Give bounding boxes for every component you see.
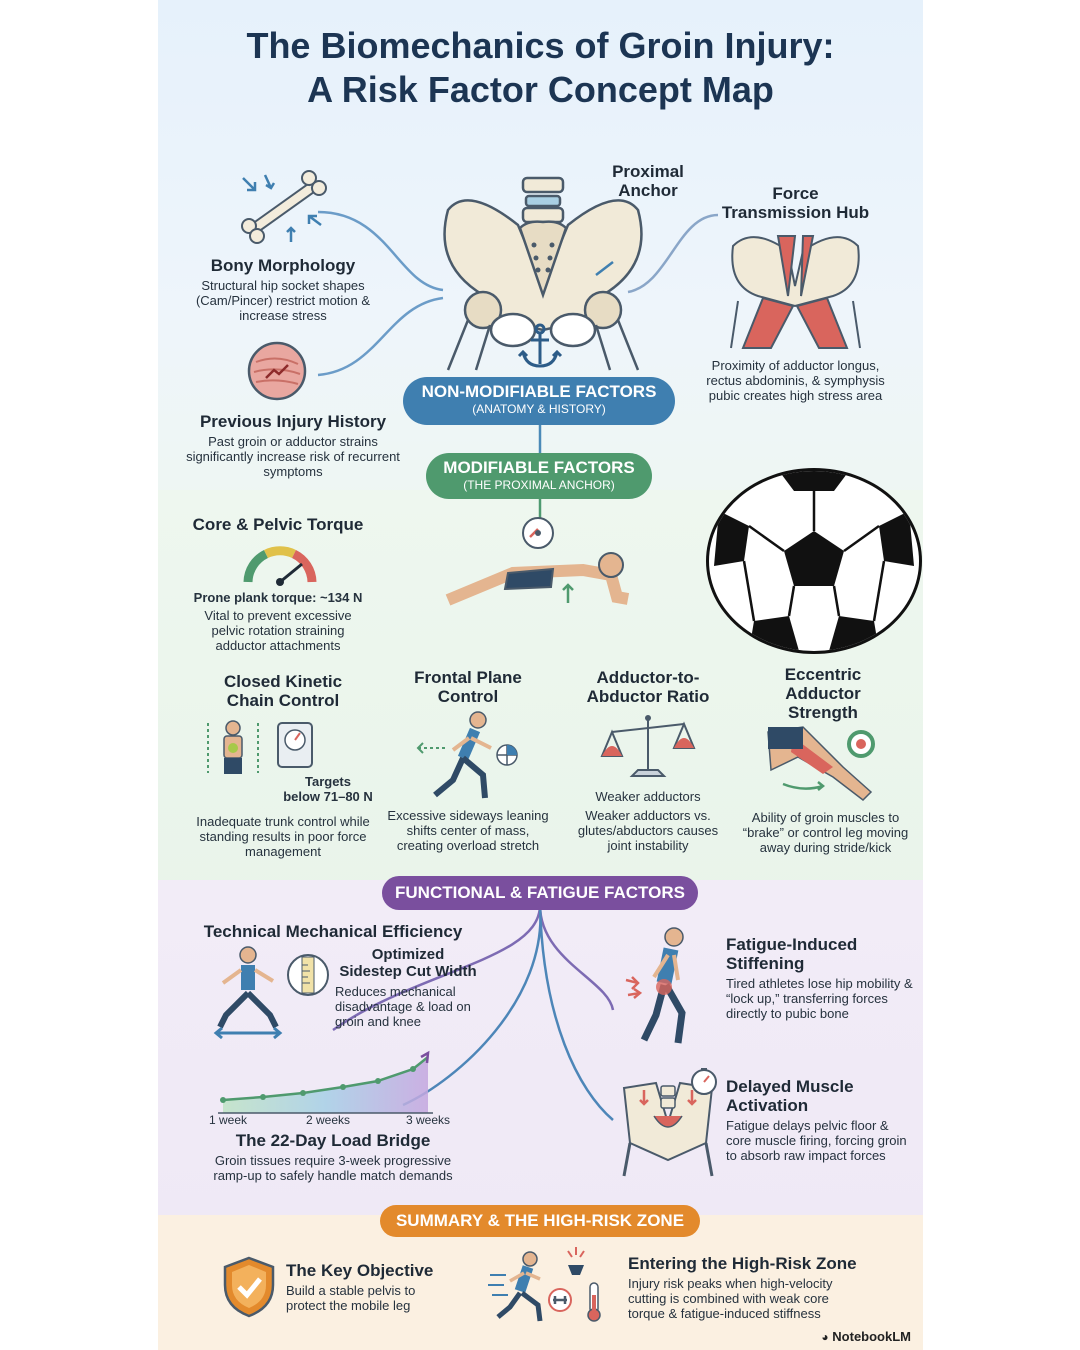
balance-scale-icon [600, 715, 696, 777]
shield-check-icon [223, 1256, 275, 1318]
pelvis-stopwatch-icon [622, 1068, 717, 1177]
core-torque-text: Vital to prevent excessive pelvic rotati… [204, 608, 352, 653]
non-modifiable-label: NON-MODIFIABLE FACTORS [421, 382, 657, 401]
load-bridge-chart [218, 1050, 433, 1114]
modifiable-sublabel: (THE PROXIMAL ANCHOR) [463, 478, 615, 492]
previous-injury-title: Previous Injury History [199, 412, 387, 431]
ratio-title: Adductor-to- Abductor Ratio [586, 668, 710, 706]
chart-tick-3: 3 weeks [405, 1113, 451, 1127]
key-objective-title: The Key Objective [286, 1261, 434, 1280]
non-modifiable-sublabel: (ANATOMY & HISTORY) [472, 402, 606, 416]
gauge-icon [243, 546, 317, 586]
title-line-1: The Biomechanics of Groin Injury: [246, 25, 835, 66]
high-risk-icons [488, 1247, 601, 1322]
fatigue-stiffening-text: Tired athletes lose hip mobility & “lock… [726, 976, 913, 1021]
functional-pill: FUNCTIONAL & FATIGUE FACTORS [382, 876, 698, 910]
technical-efficiency-sub: Optimized Sidestep Cut Width [339, 946, 477, 980]
page-title: The Biomechanics of Groin Injury: A Risk… [158, 24, 923, 112]
pelvis-icon [443, 176, 643, 371]
title-line-2: A Risk Factor Concept Map [307, 69, 774, 110]
bone-icon [241, 170, 327, 244]
muscle-anatomy-icon [730, 235, 861, 349]
non-modifiable-pill: NON-MODIFIABLE FACTORS (ANATOMY & HISTOR… [403, 377, 675, 425]
eccentric-text: Ability of groin muscles to “brake” or c… [742, 810, 909, 855]
bony-morphology-title: Bony Morphology [210, 256, 356, 275]
ratio-text: Weaker adductors vs. glutes/abductors ca… [577, 808, 719, 853]
frontal-plane-text: Excessive sideways leaning shifts center… [387, 808, 549, 853]
load-bridge-text: Groin tissues require 3-week progressive… [213, 1153, 453, 1183]
chart-tick-2: 2 weeks [305, 1113, 351, 1127]
bony-morphology-text: Structural hip socket shapes (Cam/Pincer… [195, 278, 371, 323]
load-bridge-title: The 22-Day Load Bridge [235, 1131, 431, 1150]
force-hub-title: Force Transmission Hub [721, 184, 870, 222]
running-figure-icon [416, 711, 518, 799]
delayed-activation-title: Delayed Muscle Activation [726, 1077, 854, 1115]
ckc-target: Targets below 71–80 N [283, 774, 373, 804]
summary-pill: SUMMARY & THE HIGH-RISK ZONE [380, 1205, 700, 1237]
key-objective-text: Build a stable pelvis to protect the mob… [286, 1283, 416, 1313]
frontal-plane-title: Frontal Plane Control [414, 668, 522, 706]
fatigue-stiffening-title: Fatigue-Induced Stiffening [726, 935, 858, 973]
leg-muscle-icon [767, 726, 875, 801]
high-risk-text: Injury risk peaks when high-velocity cut… [628, 1276, 833, 1321]
high-risk-title: Entering the High-Risk Zone [628, 1254, 857, 1273]
core-torque-value: Prone plank torque: ~134 N [193, 590, 363, 605]
technical-efficiency-text: Reduces mechanical disadvantage & load o… [335, 984, 471, 1029]
connector-lines [317, 210, 719, 1121]
standing-figure-icon [207, 720, 313, 774]
proximal-anchor-label: Proximal Anchor [612, 162, 684, 200]
anchor-icon [517, 323, 563, 368]
plank-icon [445, 517, 630, 606]
chart-tick-1: 1 week [208, 1113, 248, 1127]
summary-label: SUMMARY & THE HIGH-RISK ZONE [395, 1211, 685, 1230]
soccer-ball-icon [706, 468, 922, 654]
force-hub-text: Proximity of adductor longus, rectus abd… [706, 358, 885, 403]
ckc-title: Closed Kinetic Chain Control [223, 672, 343, 710]
ckc-text: Inadequate trunk control while standing … [196, 814, 370, 859]
modifiable-label: MODIFIABLE FACTORS [443, 458, 635, 477]
notebooklm-brand: ◕ NotebookLM [821, 1329, 911, 1344]
band-summary [158, 1215, 923, 1350]
torn-tissue-icon [247, 341, 307, 401]
technical-efficiency-title: Technical Mechanical Efficiency [203, 922, 463, 941]
modifiable-pill: MODIFIABLE FACTORS (THE PROXIMAL ANCHOR) [426, 453, 652, 499]
brand-label: NotebookLM [832, 1329, 911, 1344]
previous-injury-text: Past groin or adductor strains significa… [186, 434, 400, 479]
sidestep-figure-icon [213, 946, 329, 1040]
infographic-canvas: The Biomechanics of Groin Injury: A Risk… [158, 0, 923, 1350]
core-torque-title: Core & Pelvic Torque [192, 515, 364, 534]
eccentric-title: Eccentric Adductor Strength [784, 665, 862, 722]
delayed-activation-text: Fatigue delays pelvic floor & core muscl… [726, 1118, 907, 1163]
functional-label: FUNCTIONAL & FATIGUE FACTORS [395, 883, 685, 902]
notebooklm-logo-icon: ◕ [821, 1330, 829, 1344]
ratio-label: Weaker adductors [595, 789, 701, 804]
fatigued-athlete-icon [625, 927, 686, 1044]
